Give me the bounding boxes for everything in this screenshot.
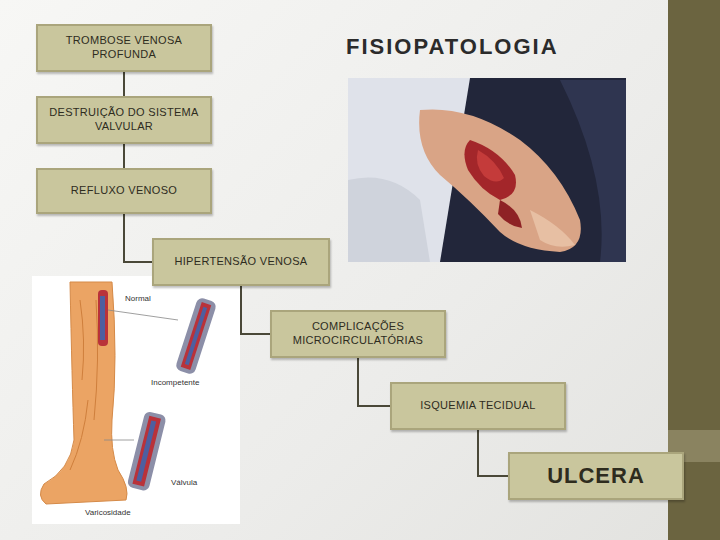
connector	[124, 214, 152, 262]
process-box: ULCERA	[508, 452, 684, 500]
connector	[478, 430, 508, 476]
part-label: Incompetente	[150, 378, 200, 387]
box-text: ULCERA	[547, 462, 645, 490]
slide-title: FISIOPATOLOGIA	[346, 34, 559, 60]
connector	[124, 144, 125, 168]
part-label: Varicosidade	[84, 508, 132, 517]
process-box: ISQUEMIA TECIDUAL	[390, 382, 566, 430]
box-text: TROMBOSE VENOSA PROFUNDA	[46, 34, 202, 62]
part-label: Normal	[124, 294, 152, 303]
box-text: ISQUEMIA TECIDUAL	[420, 399, 536, 413]
connector	[241, 286, 270, 334]
part-label: Válvula	[170, 478, 198, 487]
connector	[358, 358, 390, 406]
process-box: HIPERTENSÃO VENOSA	[152, 238, 330, 286]
box-text: DESTRUIÇÃO DO SISTEMA VALVULAR	[46, 106, 202, 134]
box-text: HIPERTENSÃO VENOSA	[175, 255, 308, 269]
process-box: TROMBOSE VENOSA PROFUNDA	[36, 24, 212, 72]
process-box: REFLUXO VENOSO	[36, 168, 212, 214]
process-box: COMPLICAÇÕES MICROCIRCULATÓRIAS	[270, 310, 446, 358]
connector	[124, 72, 125, 96]
box-text: COMPLICAÇÕES MICROCIRCULATÓRIAS	[280, 320, 436, 348]
ulcer-photo	[348, 78, 626, 262]
vein-illustration	[32, 276, 240, 524]
box-text: REFLUXO VENOSO	[71, 184, 177, 198]
process-box: DESTRUIÇÃO DO SISTEMA VALVULAR	[36, 96, 212, 144]
